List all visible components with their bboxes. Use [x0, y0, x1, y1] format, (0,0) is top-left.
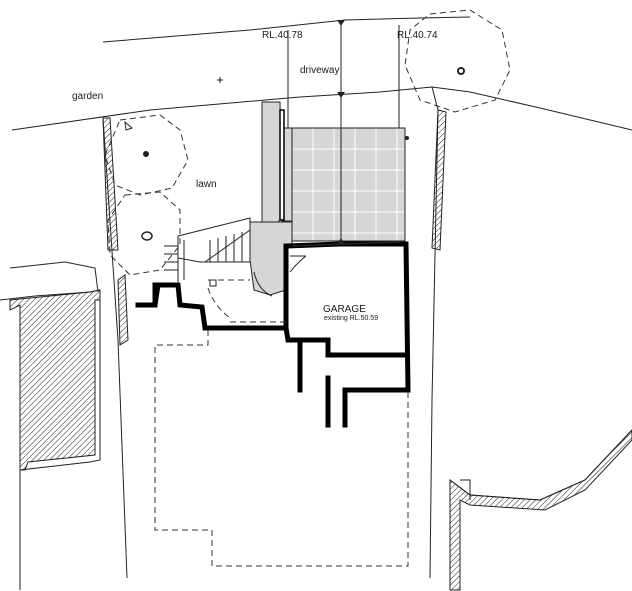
front-property-line-inner	[431, 86, 439, 111]
driveway-paving-left-strip	[261, 101, 283, 223]
house-wall-outline	[135, 282, 303, 393]
tree-front-right	[404, 9, 511, 113]
garden-label: garden	[72, 91, 103, 102]
garage-title: GARAGE	[323, 304, 366, 315]
neighbour-right-inner	[460, 479, 471, 500]
left-boundary-hatch-2	[117, 274, 129, 346]
garage-existing-rl: existing RL.50.59	[324, 315, 378, 322]
neighbour-right-hatch	[449, 429, 632, 591]
lawn-label: lawn	[196, 179, 217, 190]
driveway-label: driveway	[300, 65, 339, 76]
garage-door-track	[291, 241, 401, 247]
neighbour-left-roof	[9, 261, 99, 293]
left-boundary-hatch	[102, 117, 119, 251]
proposed-footprint-dashed	[208, 279, 286, 323]
tree-garden	[104, 114, 189, 196]
neighbour-left-hatch	[9, 289, 101, 471]
window-small	[209, 279, 217, 287]
rl-left-label: RL.40.78	[262, 30, 303, 41]
tree-small-marker	[124, 120, 133, 131]
survey-point	[405, 136, 409, 140]
front-property-line	[11, 86, 632, 131]
driveway-kerb	[279, 109, 285, 221]
neighbour-left-outline	[0, 289, 101, 590]
garage-wall-mid	[297, 337, 409, 358]
survey-mark	[217, 77, 223, 83]
right-boundary-hatch	[431, 109, 447, 251]
driveway-paving	[291, 127, 406, 242]
tree-lawn	[107, 191, 181, 276]
door-swing-garage	[289, 255, 307, 273]
door-swing-entry	[253, 271, 273, 297]
door-swing-entry-dashed	[207, 287, 231, 319]
garage-wall-left	[283, 241, 411, 428]
entry-stair	[164, 217, 251, 282]
driveway-dimension	[287, 20, 400, 244]
lower-floor-outline-dashed	[154, 330, 409, 567]
rl-right-label: RL.40.74	[397, 30, 438, 41]
